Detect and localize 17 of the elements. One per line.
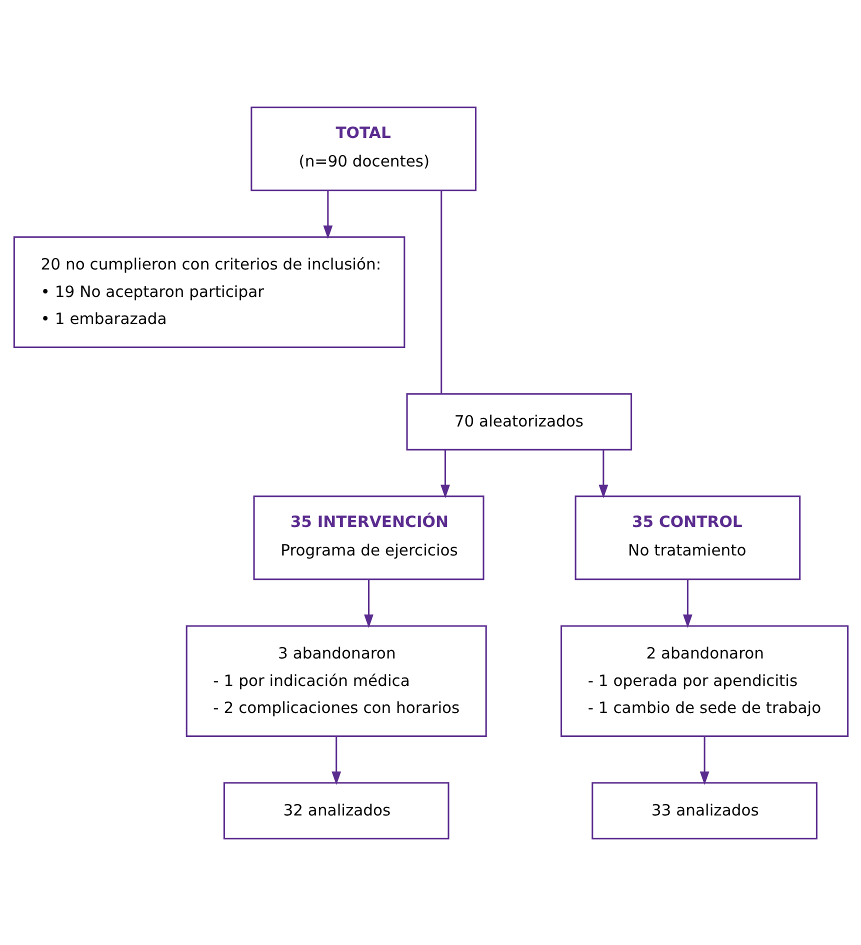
node-box: 35 INTERVENCIÓN Programa de ejercicios [252, 495, 484, 580]
arrow [682, 579, 692, 628]
node-box: TOTAL (n=90 docentes) [250, 106, 476, 191]
node-box: 70 aleatorizados [406, 392, 632, 450]
arrow [440, 449, 450, 498]
connector [440, 190, 442, 394]
arrow [364, 579, 373, 628]
node-box: 20 no cumplieron con criterios de inclusión: • 19 No aceptaron participar • 1 embarazada [12, 236, 405, 348]
arrow [322, 190, 332, 239]
arrow [699, 736, 709, 785]
node-box: 32 analizados [222, 782, 449, 839]
node-box: 35 CONTROL No tratamiento [574, 495, 800, 580]
node-box: 2 abandonaron - 1 operada por apendicitis - 1 cambio de sede de trabajo [560, 624, 848, 736]
arrow [331, 736, 341, 785]
arrow [598, 449, 608, 498]
node-box: 33 analizados [591, 782, 817, 839]
node-box: 3 abandonaron - 1 por indicación médica - 2 complicaciones con horarios [185, 624, 486, 736]
